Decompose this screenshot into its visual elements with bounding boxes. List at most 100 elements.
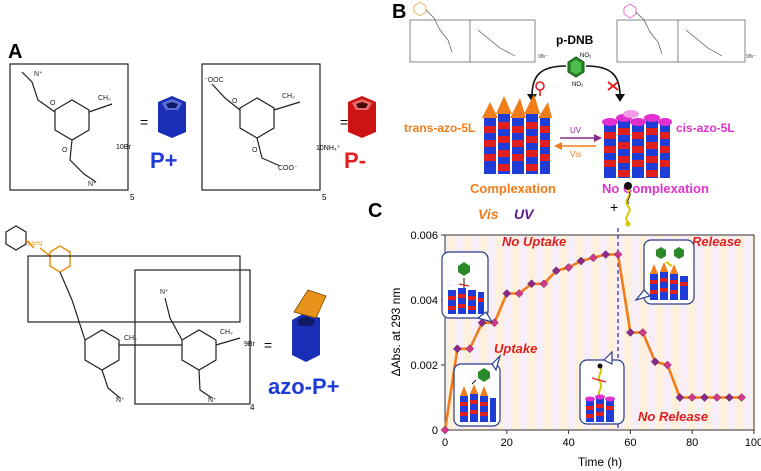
- y-tick-label: 0.004: [410, 295, 438, 307]
- complexation-caption: Complexation: [470, 181, 556, 196]
- azo-phenyl-ring: [5, 225, 27, 251]
- svg-text:CH₂: CH₂: [124, 335, 137, 342]
- p-minus-label: P-: [344, 148, 366, 173]
- azo-benzene-1: [84, 329, 120, 371]
- svg-text:N⁺: N⁺: [88, 181, 97, 188]
- data-point: [465, 344, 475, 354]
- data-point: [453, 344, 462, 354]
- x-tick-label: 60: [624, 437, 636, 449]
- data-point: [712, 393, 722, 402]
- data-point: [514, 289, 524, 298]
- y-tick-label: 0.002: [410, 360, 438, 372]
- callout-no-release: [579, 350, 625, 425]
- p-plus-ch2: [88, 103, 113, 113]
- p-minus-chain-bottom: [256, 137, 281, 167]
- no-complexation-caption: No Complexation: [602, 181, 709, 196]
- azo-label: azo-P+: [268, 374, 340, 399]
- data-point: [527, 279, 536, 289]
- data-point: [576, 256, 586, 266]
- azo-equals: =: [264, 337, 272, 353]
- arrow-to-trans: [531, 65, 567, 97]
- chart-plus-label: +: [610, 199, 618, 215]
- svg-text:N⁺: N⁺: [208, 397, 217, 404]
- y-tick-label: 0.006: [410, 230, 438, 242]
- data-point: [588, 253, 598, 263]
- chart-marks: [440, 228, 746, 435]
- cis-azo-structure: 9Br⁻: [616, 3, 757, 63]
- guest-nitro-top: NO₂: [580, 53, 592, 59]
- p-minus-counter: 10NH₄⁺: [316, 145, 341, 152]
- data-point: [539, 279, 549, 289]
- p-minus-equals: =: [340, 114, 348, 130]
- azo-benzene-2: [181, 329, 217, 371]
- azo-chain-inner-bottom: [198, 369, 213, 399]
- release-label: Release: [692, 234, 741, 249]
- y-axis-label: ΔAbs. at 293 nm: [389, 288, 403, 377]
- data-point: [650, 357, 660, 367]
- data-point: [502, 289, 512, 298]
- data-point: [477, 318, 487, 328]
- svg-text:9Br⁻: 9Br⁻: [746, 54, 757, 60]
- p-minus-ch2: [273, 101, 301, 111]
- azo-repeat: 4: [250, 403, 255, 412]
- svg-text:⁻OOC: ⁻OOC: [204, 77, 224, 84]
- x-tick-label: 40: [562, 437, 574, 449]
- svg-text:CH₂: CH₂: [98, 95, 111, 102]
- panel-a-letter: A: [8, 41, 22, 63]
- svg-text:N⁺: N⁺: [34, 71, 43, 78]
- trans-assembly-icon: [482, 94, 552, 174]
- svg-text:CH₂: CH₂: [220, 329, 233, 336]
- svg-text:O: O: [50, 100, 56, 107]
- x-tick-label: 100: [745, 437, 761, 449]
- svg-text:O: O: [252, 147, 258, 154]
- data-point: [440, 425, 450, 435]
- p-plus-bracket: [9, 63, 129, 191]
- p-plus-benzene: [54, 99, 90, 141]
- vis-label: Vis: [570, 150, 581, 159]
- data-point: [638, 328, 648, 337]
- svg-text:N⁺: N⁺: [160, 289, 169, 296]
- x-tick-label: 0: [442, 437, 448, 449]
- svg-text:CH₂: CH₂: [282, 93, 295, 100]
- p-plus-repeat: 5: [130, 193, 135, 202]
- panel-c-letter: C: [368, 200, 382, 222]
- p-minus-chain-top: [211, 83, 241, 111]
- data-point: [675, 393, 685, 402]
- data-point: [737, 393, 746, 402]
- guest-arrows: [531, 65, 621, 97]
- azo-bracket-outer: [27, 255, 241, 323]
- azo-chain-inner-top: [164, 297, 183, 341]
- callout-release: [634, 239, 695, 305]
- p-minus-benzene: [239, 97, 275, 139]
- azo-second-ring: [49, 245, 71, 273]
- no-uptake-label: No Uptake: [502, 234, 566, 249]
- cis-assembly-icon: [602, 110, 672, 178]
- p-plus-chain-top: [21, 71, 56, 113]
- x-tick-label: 20: [501, 437, 513, 449]
- chart-vis-label: Vis: [478, 206, 499, 222]
- p-plus-equals: =: [140, 114, 148, 130]
- x-axis-label: Time (h): [578, 455, 622, 469]
- data-point: [700, 393, 709, 402]
- p-plus-counter: 10Br: [116, 144, 131, 151]
- svg-text:9Br⁻: 9Br⁻: [538, 54, 549, 60]
- p-plus-chain-bottom: [69, 139, 97, 183]
- p-plus-pillar-icon: [158, 96, 186, 138]
- data-point: [601, 250, 611, 259]
- arrow-to-cis: [585, 65, 621, 97]
- data-point: [551, 266, 561, 276]
- data-point: [626, 328, 635, 337]
- guest-nitro-bottom: NO₂: [572, 82, 584, 88]
- chart-uv-label: UV: [514, 206, 535, 222]
- arrow-to-cis-head: [615, 94, 625, 102]
- uv-label: UV: [570, 126, 582, 135]
- guest-label: p-DNB: [556, 33, 594, 47]
- svg-text:N⁺: N⁺: [116, 397, 125, 404]
- cis-name: cis-azo-5L: [676, 121, 735, 135]
- azo-chain: [59, 271, 86, 341]
- guest-squiggle-icon: [624, 182, 632, 227]
- azo-pillar-icon: [292, 289, 327, 362]
- azo-counter: 9Br: [244, 341, 256, 348]
